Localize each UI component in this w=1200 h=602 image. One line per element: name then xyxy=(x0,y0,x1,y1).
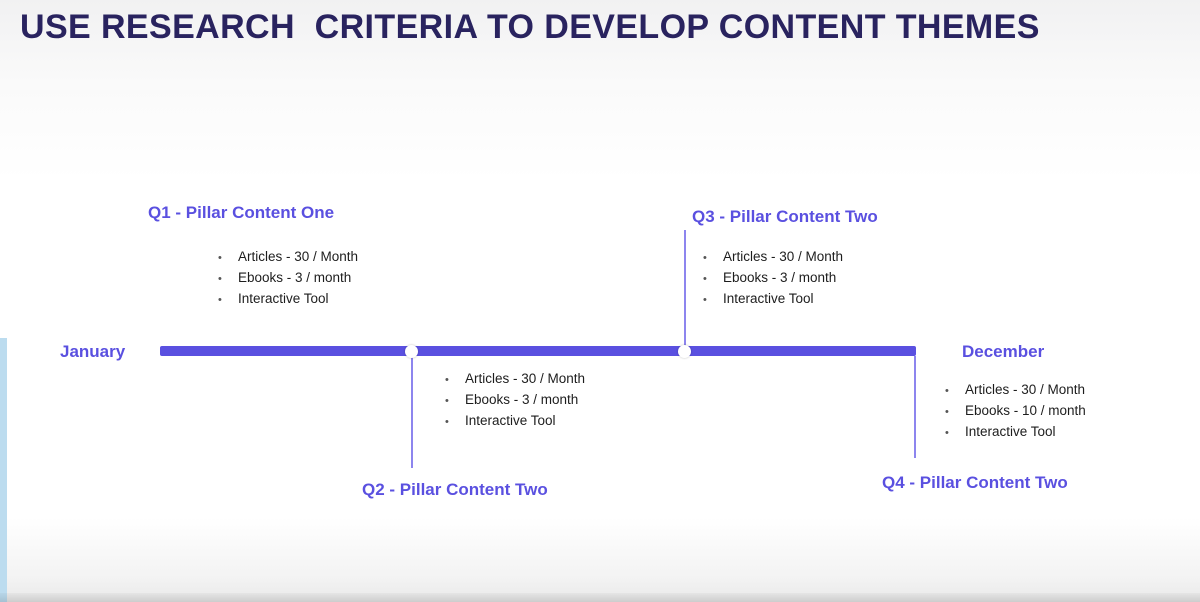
bullet-text: Ebooks - 10 / month xyxy=(965,403,1086,418)
bullet-icon: • xyxy=(445,374,449,386)
bullet-text: Articles - 30 / Month xyxy=(238,249,359,264)
bullet-icon: • xyxy=(445,395,449,407)
q4-heading: Q4 - Pillar Content Two xyxy=(882,473,1068,492)
bottom-edge-shade xyxy=(0,593,1200,602)
bullet-text: Ebooks - 3 / month xyxy=(238,270,352,285)
slide-title: USE RESEARCH CRITERIA TO DEVELOP CONTENT… xyxy=(20,8,1040,46)
q3-connector-line xyxy=(684,230,686,348)
bullet-icon: • xyxy=(945,406,949,418)
bullet-icon: • xyxy=(945,385,949,397)
q1-bullet-list: • Articles - 30 / Month • Ebooks - 3 / m… xyxy=(218,249,358,307)
bullet-text: Articles - 30 / Month xyxy=(723,249,844,264)
timeline-end-label: December xyxy=(962,342,1045,361)
bullet-text: Interactive Tool xyxy=(238,291,329,306)
left-edge-strip xyxy=(0,338,7,602)
bullet-icon: • xyxy=(703,252,707,264)
q1-heading: Q1 - Pillar Content One xyxy=(148,203,335,222)
q2-connector-line xyxy=(411,356,413,468)
list-item: • Ebooks - 3 / month xyxy=(445,392,585,408)
list-item: • Ebooks - 3 / month xyxy=(703,270,843,286)
bullet-icon: • xyxy=(445,416,449,428)
bullet-text: Ebooks - 3 / month xyxy=(465,392,579,407)
q2-bullet-list: • Articles - 30 / Month • Ebooks - 3 / m… xyxy=(445,371,585,429)
bullet-text: Articles - 30 / Month xyxy=(465,371,586,386)
bullet-icon: • xyxy=(218,252,222,264)
list-item: • Articles - 30 / Month xyxy=(945,382,1086,398)
list-item: • Interactive Tool xyxy=(703,291,843,307)
bullet-text: Interactive Tool xyxy=(723,291,814,306)
list-item: • Articles - 30 / Month xyxy=(445,371,585,387)
list-item: • Interactive Tool xyxy=(218,291,358,307)
q4-connector-line xyxy=(914,356,916,458)
bullet-text: Ebooks - 3 / month xyxy=(723,270,837,285)
list-item: • Interactive Tool xyxy=(445,413,585,429)
bullet-text: Interactive Tool xyxy=(465,413,556,428)
timeline-node-q2 xyxy=(405,344,418,358)
timeline-bar xyxy=(160,346,916,356)
list-item: • Articles - 30 / Month xyxy=(703,249,843,265)
bullet-icon: • xyxy=(703,273,707,285)
list-item: • Ebooks - 3 / month xyxy=(218,270,358,286)
q2-heading: Q2 - Pillar Content Two xyxy=(362,480,548,499)
timeline-start-label: January xyxy=(60,342,126,361)
bullet-icon: • xyxy=(703,294,707,306)
list-item: • Interactive Tool xyxy=(945,424,1086,440)
bullet-icon: • xyxy=(218,294,222,306)
q4-bullet-list: • Articles - 30 / Month • Ebooks - 10 / … xyxy=(945,382,1086,440)
q3-bullet-list: • Articles - 30 / Month • Ebooks - 3 / m… xyxy=(703,249,843,307)
bullet-icon: • xyxy=(218,273,222,285)
list-item: • Ebooks - 10 / month xyxy=(945,403,1086,419)
bullet-icon: • xyxy=(945,427,949,439)
list-item: • Articles - 30 / Month xyxy=(218,249,358,265)
bullet-text: Interactive Tool xyxy=(965,424,1056,439)
timeline-node-q3 xyxy=(678,344,691,358)
q3-heading: Q3 - Pillar Content Two xyxy=(692,207,878,226)
bullet-text: Articles - 30 / Month xyxy=(965,382,1086,397)
